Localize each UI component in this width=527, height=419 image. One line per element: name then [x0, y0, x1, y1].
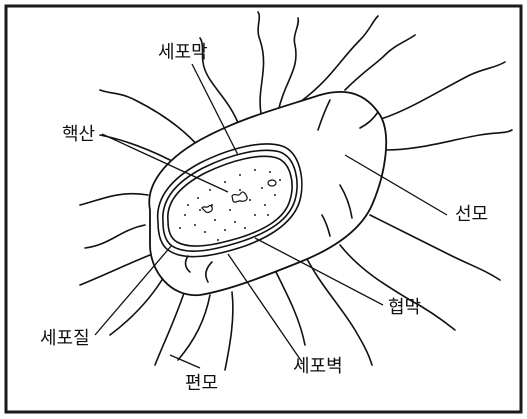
flagellum — [178, 295, 210, 360]
flagellum — [275, 270, 305, 345]
flagellum — [278, 18, 298, 112]
flagellum — [155, 290, 185, 365]
flagellum — [80, 255, 150, 285]
label-cell-wall: 세포벽 — [293, 358, 343, 376]
leader-cytoplasm — [95, 245, 172, 335]
flagellum — [345, 35, 415, 90]
flagellum — [110, 275, 165, 335]
label-flagella: 편모 — [185, 375, 218, 393]
flagellum — [80, 194, 148, 205]
label-nucleic-acid: 핵산 — [62, 126, 95, 144]
flagellum — [85, 225, 145, 248]
flagellum — [378, 62, 505, 120]
flagellum — [300, 16, 378, 102]
leader-flagella — [170, 355, 200, 368]
flagellum — [225, 292, 233, 370]
label-cytoplasm: 세포질 — [40, 330, 90, 348]
flagellum — [258, 12, 264, 118]
label-cell-membrane: 세포막 — [158, 44, 208, 62]
label-pili: 선모 — [455, 206, 488, 224]
flagellum — [385, 130, 512, 150]
label-capsule: 협막 — [388, 299, 421, 317]
flagellum — [305, 255, 372, 365]
flagellum — [100, 135, 170, 160]
